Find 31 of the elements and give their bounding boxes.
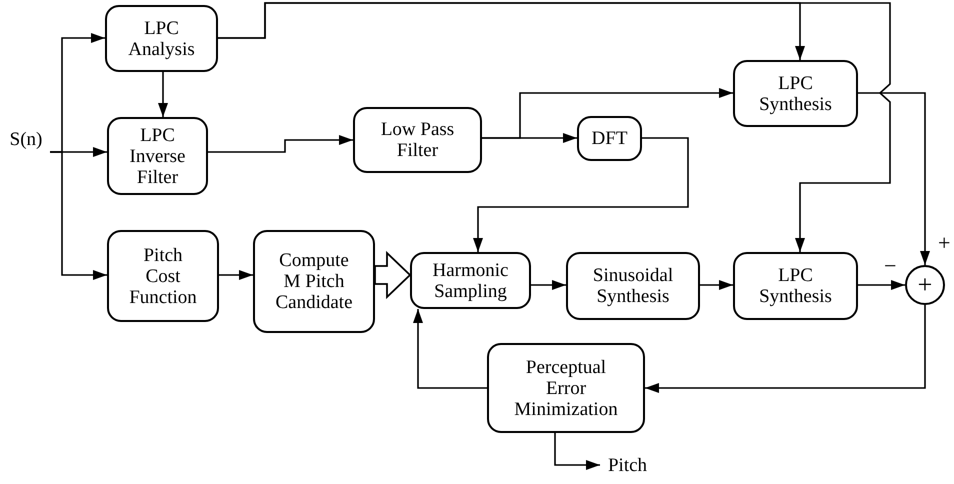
- process-box: Low Pass Filter: [353, 107, 482, 173]
- summing-junction: +: [905, 265, 945, 305]
- process-box: Harmonic Sampling: [410, 252, 531, 309]
- process-box: Pitch Cost Function: [107, 230, 219, 322]
- arrow: [413, 309, 487, 389]
- arrow: [482, 133, 577, 143]
- arrow: [554, 433, 600, 470]
- process-box: Perceptual Error Minimization: [487, 343, 645, 433]
- arrow: [218, 2, 891, 252]
- output-label: Pitch: [600, 450, 655, 480]
- arrow: [700, 280, 733, 290]
- process-box: LPC Inverse Filter: [107, 117, 208, 195]
- process-box: DFT: [577, 116, 642, 161]
- sign-label: +: [938, 232, 950, 254]
- arrow: [50, 151, 107, 280]
- arrow: [531, 280, 566, 290]
- input-label: S(n): [2, 126, 50, 152]
- arrow: [208, 135, 353, 153]
- process-box: LPC Analysis: [105, 5, 218, 72]
- process-box: LPC Synthesis: [733, 60, 858, 127]
- process-box: Compute M Pitch Candidate: [253, 230, 375, 333]
- arrow: [645, 305, 926, 393]
- arrow: [858, 92, 930, 265]
- arrow: [473, 137, 689, 252]
- arrow: [858, 280, 905, 290]
- arrow: [219, 270, 253, 280]
- arrow: [158, 72, 168, 117]
- sign-label: −: [884, 255, 896, 277]
- block-arrow: [374, 250, 412, 300]
- process-box: Sinusoidal Synthesis: [566, 252, 700, 320]
- process-box: LPC Synthesis: [733, 252, 858, 320]
